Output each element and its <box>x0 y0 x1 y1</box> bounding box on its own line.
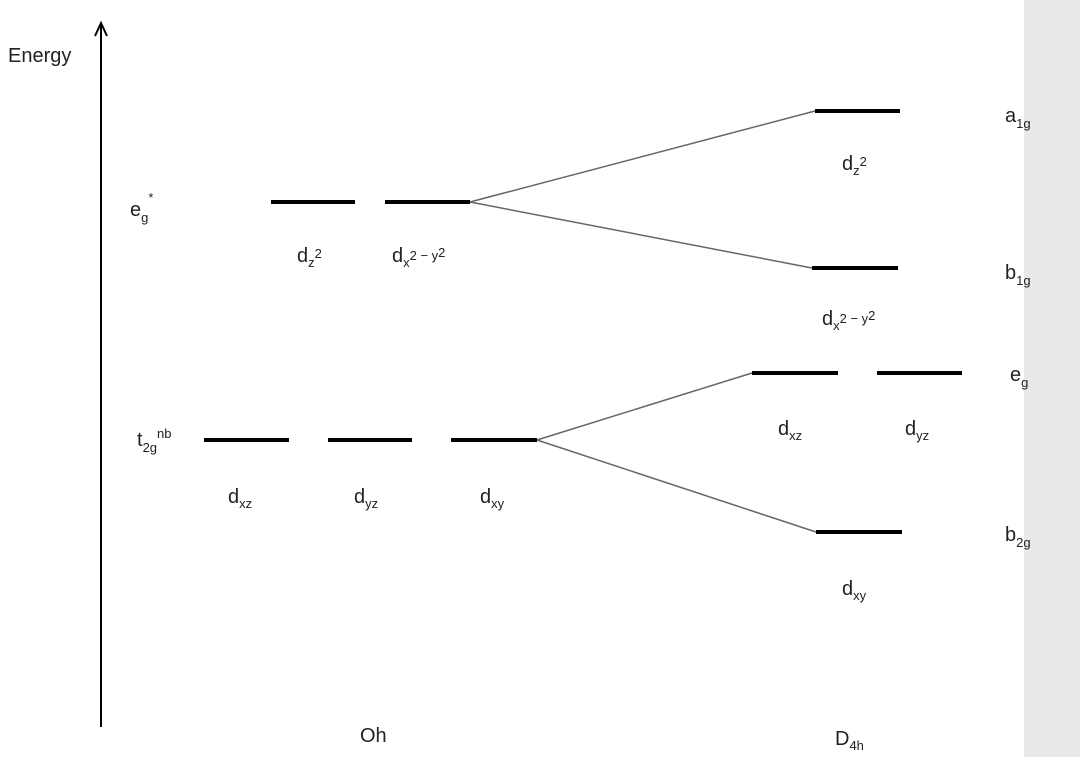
connector-eg-a1g <box>469 110 816 203</box>
group-label-d4h: D4h <box>835 728 864 753</box>
orbital-label: dx2 − y2 <box>822 308 875 333</box>
label-eg: eg <box>1010 364 1028 390</box>
orbital-label: dxy <box>842 578 867 603</box>
connector-eg-b1g <box>469 201 813 269</box>
orbital-label: dz2 <box>842 153 867 178</box>
label-eg-star: eg* <box>130 190 153 225</box>
connector-t2g-b2g <box>536 439 817 533</box>
orbital-label: dxz <box>228 486 252 511</box>
label-b2g: b2g <box>1005 524 1031 550</box>
orbital-label: dyz <box>354 486 378 511</box>
group-label-oh: Oh <box>360 725 387 747</box>
orbital-label: dx2 − y2 <box>392 245 445 270</box>
side-panel <box>1024 0 1080 757</box>
connector-t2g-eg <box>536 372 753 441</box>
orbital-label: dxy <box>480 486 505 511</box>
orbital-label: dz2 <box>297 245 322 270</box>
label-t2g-nb: t2gnb <box>137 426 172 455</box>
orbital-label: dyz <box>905 418 929 443</box>
label-a1g: a1g <box>1005 105 1031 131</box>
label-b1g: b1g <box>1005 262 1031 288</box>
axis-label: Energy <box>8 45 71 67</box>
axis-arrow-icon <box>94 20 108 37</box>
orbital-label: dxz <box>778 418 802 443</box>
